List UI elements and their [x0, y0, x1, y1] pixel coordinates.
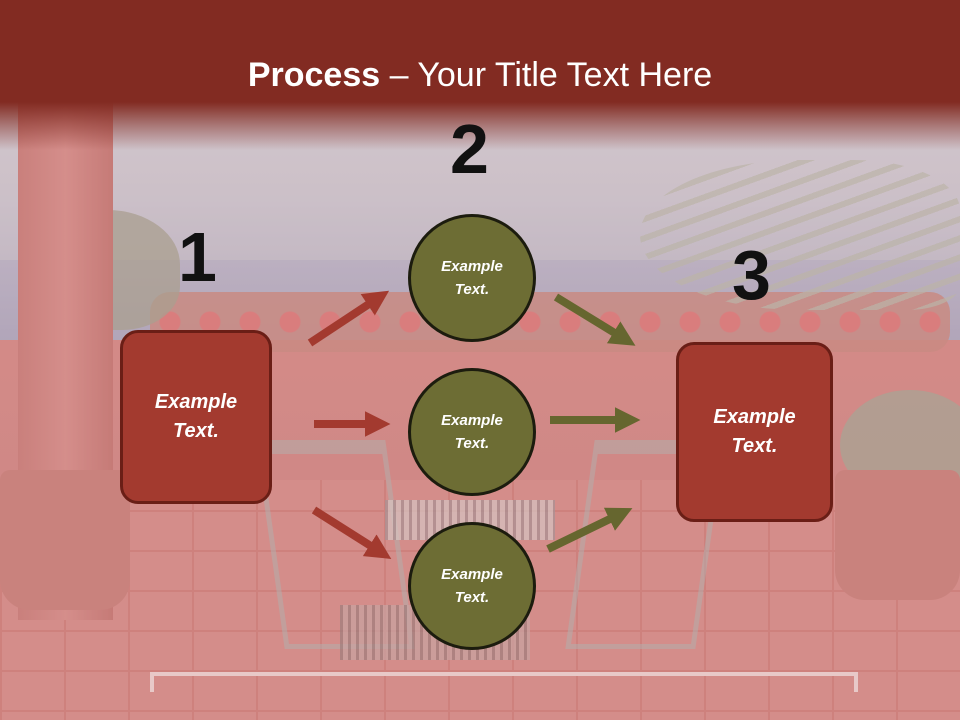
arrow-top-to-right	[553, 293, 636, 346]
circle-bottom: Example Text.	[408, 522, 536, 650]
planter-right	[835, 470, 960, 600]
circle-middle: Example Text.	[408, 368, 536, 496]
step-number-1: 1	[178, 218, 217, 296]
end-box: Example Text.	[676, 342, 833, 522]
start-box-label: Example Text.	[154, 391, 238, 442]
planter-left	[0, 470, 130, 610]
circle-bottom-label: Example Text.	[441, 566, 503, 606]
floor-border	[150, 672, 858, 692]
end-box-label: Example Text.	[713, 406, 796, 457]
arrow-left-to-top	[307, 290, 390, 347]
circle-top: Example Text.	[408, 214, 536, 342]
step-number-3: 3	[732, 236, 771, 314]
title-band	[0, 0, 960, 150]
step-number-2: 2	[450, 110, 489, 188]
palm-leaves	[640, 160, 960, 310]
title-bold: Process	[247, 56, 381, 94]
arrow-left-to-bottom	[311, 506, 392, 559]
circle-middle-label: Example Text.	[441, 412, 503, 452]
circle-top-label: Example Text.	[441, 258, 503, 298]
arrow-bottom-to-right	[546, 507, 633, 553]
title-rest: – Your Title Text Here	[380, 56, 713, 94]
slide-title: Process – Your Title Text Here	[0, 56, 960, 95]
start-box: Example Text.	[120, 330, 272, 504]
